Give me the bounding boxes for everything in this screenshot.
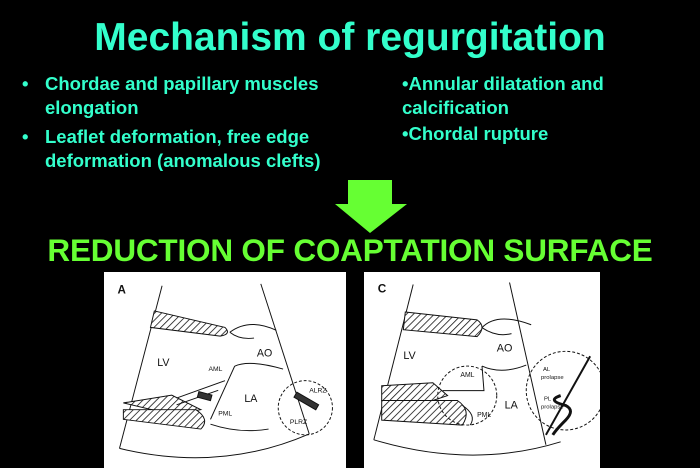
down-arrow-icon bbox=[335, 180, 407, 233]
figure-panel-c: C LV AO LA AML PML AL prolapse PL prolap… bbox=[364, 272, 600, 468]
label-pl: PL bbox=[544, 396, 552, 402]
bullet-text: deformation (anomalous clefts) bbox=[45, 150, 321, 171]
panel-label: A bbox=[118, 284, 127, 297]
bullet-right-1: •Annular dilatation and calcification bbox=[402, 72, 604, 120]
label-al: AL bbox=[543, 367, 551, 373]
figure-panel-a: A LV AO LA AML PML ALRZ PLRZ bbox=[104, 272, 346, 468]
bullet-marker: • bbox=[22, 126, 29, 147]
bullet-marker: • bbox=[402, 73, 409, 94]
bullet-text: Chordal rupture bbox=[408, 123, 549, 144]
bullet-marker: • bbox=[22, 73, 29, 94]
label-pml: PML bbox=[477, 412, 491, 419]
label-lv: LV bbox=[403, 350, 416, 362]
label-pml: PML bbox=[218, 410, 232, 417]
bullet-text: Chordae and papillary muscles bbox=[45, 73, 319, 94]
panel-label: C bbox=[378, 281, 387, 295]
label-aml: AML bbox=[460, 372, 474, 379]
bullet-text: Annular dilatation and bbox=[408, 73, 604, 94]
label-ao: AO bbox=[257, 347, 272, 359]
bullet-text: calcification bbox=[402, 97, 509, 118]
label-la: LA bbox=[244, 393, 258, 405]
label-alrz: ALRZ bbox=[309, 387, 326, 394]
bullet-left-2: • Leaflet deformation, free edge deforma… bbox=[22, 125, 321, 173]
slide-title: Mechanism of regurgitation bbox=[94, 16, 606, 59]
bullet-text: Leaflet deformation, free edge bbox=[45, 126, 310, 147]
label-lv: LV bbox=[157, 357, 170, 369]
label-la: LA bbox=[505, 399, 519, 411]
conclusion-heading: REDUCTION OF COAPTATION SURFACE bbox=[47, 232, 653, 268]
bullet-marker: • bbox=[402, 123, 409, 144]
bullet-left-1: • Chordae and papillary muscles elongati… bbox=[22, 72, 319, 120]
label-al-prolapse: prolapse bbox=[541, 375, 564, 381]
label-plrz: PLRZ bbox=[290, 419, 307, 426]
bullet-right-2: •Chordal rupture bbox=[402, 122, 548, 146]
label-ao: AO bbox=[497, 342, 513, 354]
label-aml: AML bbox=[209, 366, 223, 373]
label-pl-prolapse: prolapse bbox=[541, 404, 564, 410]
bullet-text: elongation bbox=[45, 97, 139, 118]
